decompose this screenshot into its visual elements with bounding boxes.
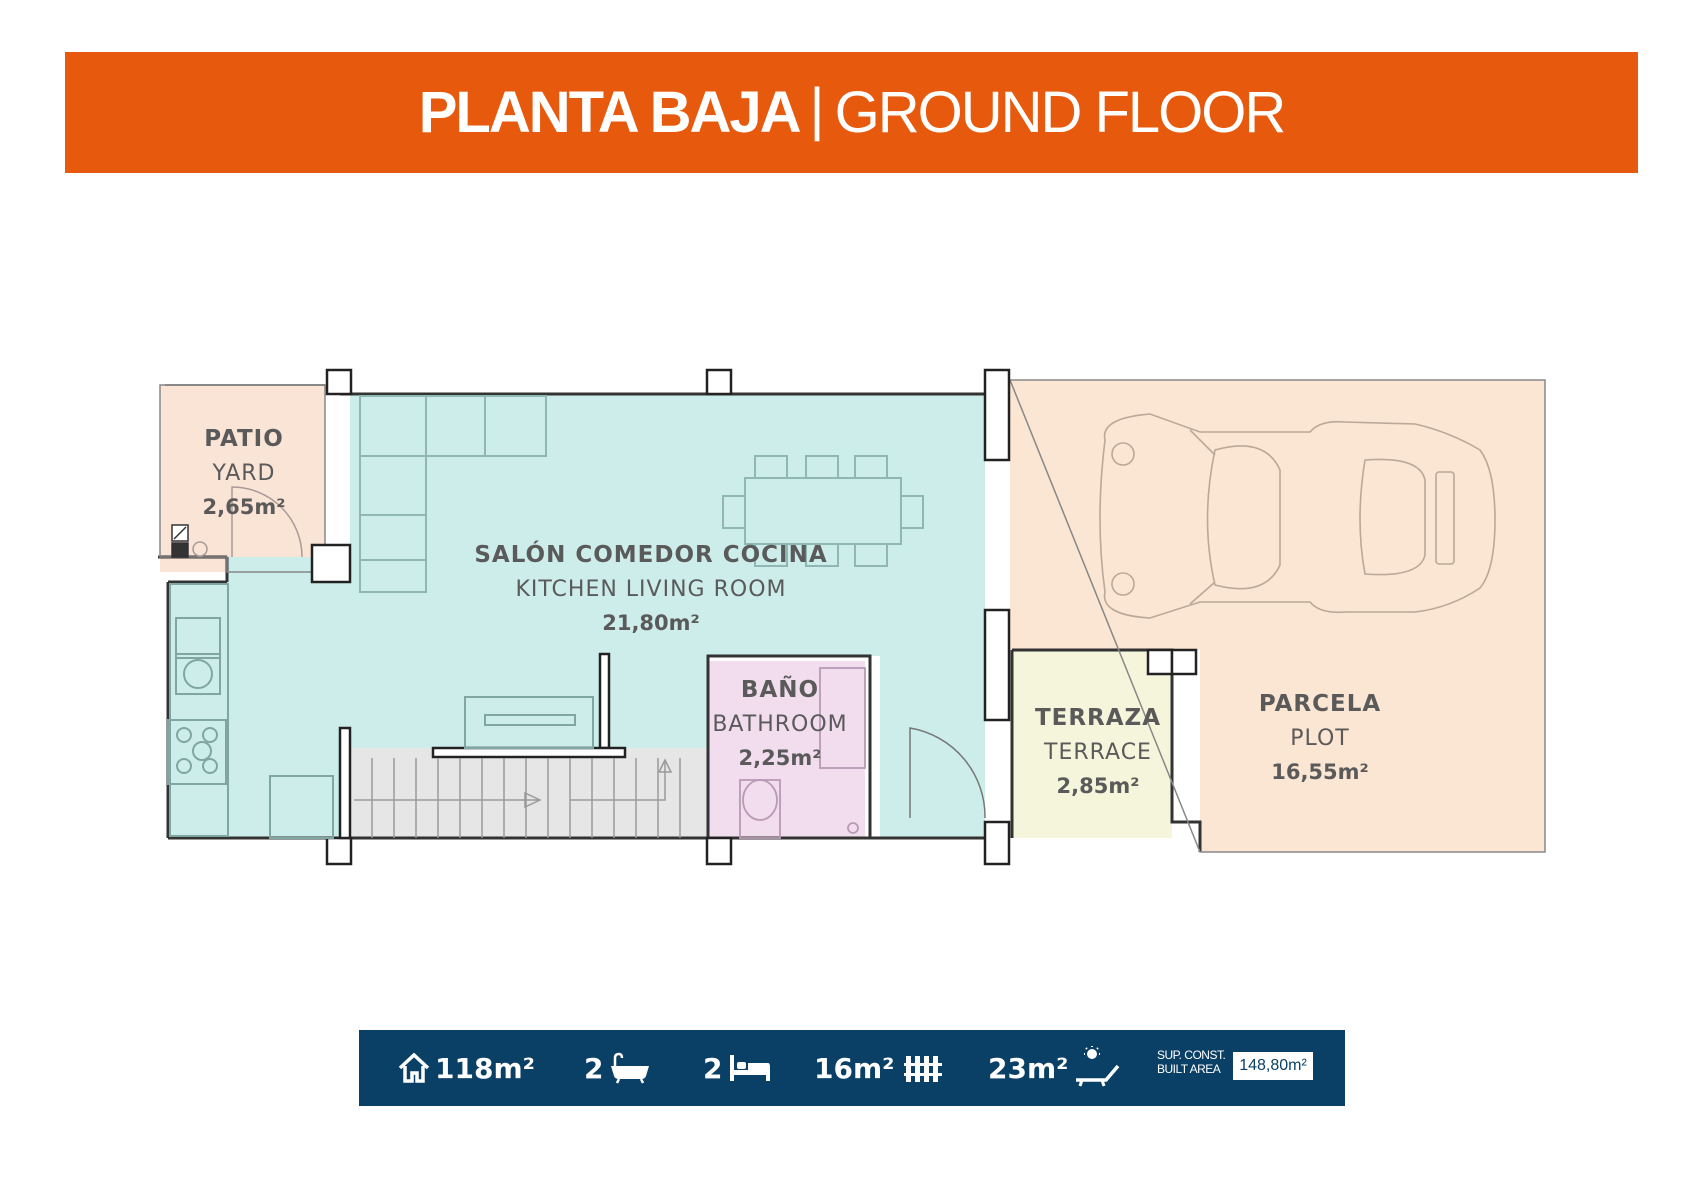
built-label-es: SUP. CONST. [1157,1048,1226,1062]
sofa [359,395,547,593]
patio-name-en: YARD [211,461,275,486]
patio-manholes [171,524,208,558]
stat-house-area: 118m² [397,1030,535,1106]
terraza-area [1012,650,1172,838]
house-icon [398,1052,430,1083]
built-area-label: SUP. CONST. BUILT AREA [1157,1048,1226,1076]
doors [165,384,986,819]
salon-area-label: 21,80m² [602,611,700,635]
stat-bathrooms: 2 [584,1030,651,1106]
salon-area [168,394,985,838]
header-banner: PLANTA BAJA | GROUND FLOOR [65,52,1638,173]
bano-name-en: BATHROOM [712,712,847,737]
title-spanish: PLANTA BAJA [418,80,802,145]
car-outline [1099,413,1496,619]
fence-icon [904,1056,943,1082]
pillars [310,368,1198,866]
stat-plot-area: 16m² [814,1030,944,1106]
salon-name-en: KITCHEN LIVING ROOM [515,577,786,602]
bano-area [708,661,865,838]
bathroom-fixtures [739,667,866,839]
parcela-area-label: 16,55m² [1271,760,1369,784]
bed-icon [730,1055,771,1081]
title-separator: | [809,77,825,142]
tv-unit [464,696,594,749]
built-label-en: BUILT AREA [1157,1062,1221,1076]
patio-name-es: PATIO [204,426,284,452]
bano-area-label: 2,25m² [739,746,822,770]
parcela-name-en: PLOT [1290,726,1350,751]
stats-bar: 118m² 2 2 16m² 23m² [359,1030,1345,1106]
terraza-name-es: TERRAZA [1035,705,1161,731]
bathtub-icon [611,1052,650,1084]
parcela-name-es: PARCELA [1259,691,1381,717]
stairs [354,758,681,838]
stair-area [350,748,708,838]
sunbed-icon [1076,1046,1120,1087]
bathrooms-value: 2 [584,1051,604,1085]
bano-name-es: BAÑO [741,675,819,703]
stat-bedrooms: 2 [703,1030,772,1106]
title-english: GROUND FLOOR [834,80,1287,145]
patio-area-label: 2,65m² [203,495,286,519]
terraza-name-en: TERRACE [1043,740,1152,765]
terrace-area-value: 23m² [988,1051,1069,1085]
parcela-area [1010,380,1545,852]
stat-terrace-area: 23m² [988,1030,1124,1106]
plot-area-value: 16m² [814,1051,895,1085]
kitchen-counter [167,583,334,839]
built-area-value: 148,80m² [1233,1052,1313,1080]
dining-table [722,455,924,567]
salon-name-es: SALÓN COMEDOR COCINA [474,540,827,568]
bedrooms-value: 2 [703,1051,723,1085]
patio-area [160,385,325,572]
house-area-value: 118m² [435,1051,535,1085]
terraza-area-label: 2,85m² [1057,774,1140,798]
